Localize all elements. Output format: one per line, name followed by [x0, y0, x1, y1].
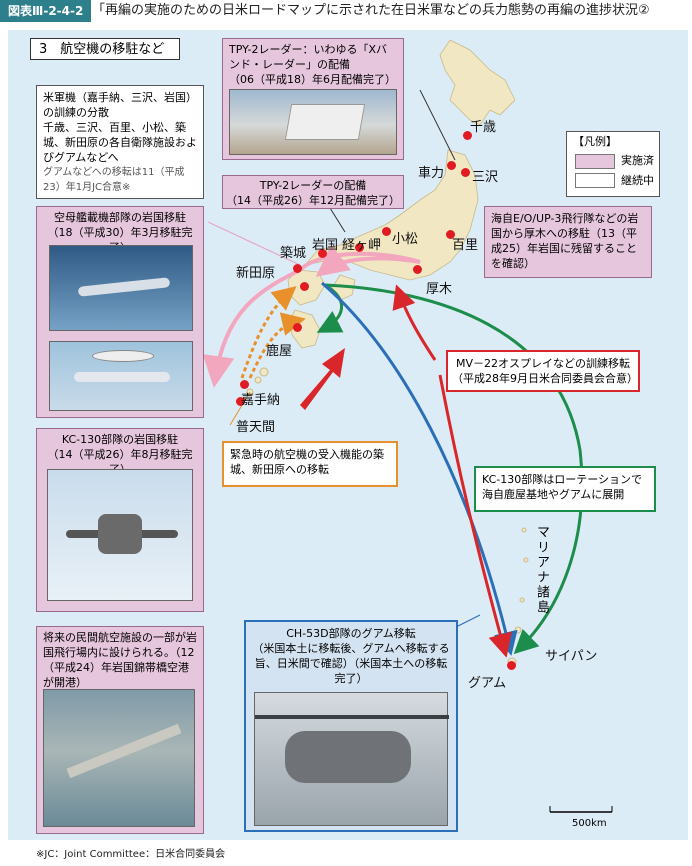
training-box: 米軍機（嘉手納、三沢、岩国）の訓練の分散 千歳、三沢、百里、小松、築城、新田原の…	[36, 85, 204, 199]
figure-number: 図表Ⅲ-2-4-2	[0, 0, 92, 22]
xband-sub: （06（平成18）年6月配備完了）	[229, 73, 396, 86]
ch53-box: CH-53D部隊のグアム移転 （米国本土に移転後、グアムへ移転する旨、日米間で確…	[244, 620, 458, 832]
label-kanoya: 鹿屋	[266, 344, 293, 359]
kc130-iwakuni-box: KC-130部隊の岩国移駐 （14（平成26）年8月移駐完了）	[36, 428, 204, 612]
legend-label-ongoing: 継続中	[621, 173, 654, 187]
footnote: ※JC：Joint Committee：日米合同委員会	[36, 849, 226, 860]
carrier-wing-box: 空母艦載機部隊の岩国移駐 （18（平成30）年3月移駐完了）	[36, 206, 204, 418]
label-iwakuni: 岩国	[312, 238, 339, 253]
dot-shariki	[447, 161, 456, 170]
radar-photo	[229, 89, 397, 155]
okinawa-big-arrow	[300, 348, 345, 410]
dot-kadena	[240, 380, 249, 389]
mv22-guam-arrow	[438, 374, 512, 658]
mv22-text-1: MV－22オスプレイなどの訓練移転	[455, 357, 630, 370]
xband-box: TPY-2レーダー：いわゆる「Xバンド・レーダー」の配備 （06（平成18）年6…	[222, 38, 404, 160]
dot-iwakuni	[318, 249, 327, 258]
okinawa-leader-line	[229, 391, 251, 426]
xband-text: TPY-2レーダー：いわゆる「Xバンド・レーダー」の配備	[229, 43, 388, 71]
kc130-photo	[47, 469, 193, 601]
legend-title: 【凡例】	[573, 135, 617, 148]
label-nyutabaru: 新田原	[236, 266, 276, 281]
label-misawa: 三沢	[472, 170, 499, 185]
figure-header: 図表Ⅲ-2-4-2 「再編の実施のための日米ロードマップに示された在日米軍などの…	[0, 0, 692, 30]
figure-title: 「再編の実施のための日米ロードマップに示された在日米軍などの兵力態勢の再編の進捗…	[92, 3, 650, 18]
dot-atsugi	[413, 265, 422, 274]
label-guam: グアム	[468, 676, 507, 691]
emergency-arrow-1	[240, 286, 297, 379]
e2d-photo	[49, 341, 193, 411]
legend-label-done: 実施済	[621, 154, 654, 167]
airport-photo	[43, 689, 195, 827]
carrier-leader-line	[207, 221, 301, 266]
legend-swatch-ongoing	[575, 173, 615, 188]
ch53-sub: （米国本土に移転後、グアムへ移転する旨、日米間で確認）（米国本土への移転完了）	[252, 642, 450, 685]
legend-swatch-done	[575, 153, 615, 169]
label-hyakuri: 百里	[452, 238, 479, 253]
xband-leader-line	[419, 89, 456, 161]
ch53-guam-arrow	[321, 281, 518, 656]
scale-bar	[549, 806, 613, 813]
mv22-box: MV－22オスプレイなどの訓練移転 （平成28年9月日米合同委員会合意）	[446, 350, 640, 392]
civil-text: 将来の民間航空施設の一部が岩国飛行場内に設けられる。（12（平成24）年岩国錦帯…	[43, 631, 197, 689]
label-kyogamisaki: 経ヶ岬	[342, 238, 382, 253]
training-text-1: 米軍機（嘉手納、三沢、岩国）の訓練の分散	[43, 91, 197, 119]
carrier-arrow-2	[315, 244, 421, 277]
label-chitose: 千歳	[470, 120, 497, 135]
ch53-text: CH-53D部隊のグアム移転	[286, 627, 416, 640]
dot-guam	[507, 661, 516, 670]
dot-misawa	[461, 168, 470, 177]
label-shariki: 車力	[418, 166, 445, 181]
dot-tsuiki	[293, 264, 302, 273]
dot-nyutabaru	[300, 282, 309, 291]
mv22-text-2: （平成28年9月日米合同委員会合意）	[452, 372, 638, 385]
kc130-rotation-box: KC-130部隊はローテーションで海自鹿屋基地やグアムに展開	[474, 466, 656, 512]
p3-text: 海自E/O/UP-3飛行隊などの岩国から厚木への移駐（13（平成25）年岩国に残…	[491, 212, 639, 270]
label-atsugi: 厚木	[426, 282, 453, 297]
kc130-rotation-text: KC-130部隊はローテーションで海自鹿屋基地やグアムに展開	[482, 473, 643, 501]
civil-box: 将来の民間航空施設の一部が岩国飛行場内に設けられる。（12（平成24）年岩国錦帯…	[36, 626, 204, 834]
tpy-kyogamisaki-box: TPY-2レーダーの配備 （14（平成26）年12月配備完了）	[222, 175, 404, 209]
emergency-box: 緊急時の航空機の受入機能の築城、新田原への移転	[222, 441, 398, 487]
label-futenma: 普天間	[236, 420, 276, 435]
section-title: 3 航空機の移駐など	[30, 38, 180, 60]
label-tsuiki: 築城	[280, 246, 307, 261]
tpy-kyoga-text: TPY-2レーダーの配備	[259, 179, 367, 192]
kc130-iwakuni-text: KC-130部隊の岩国移駐	[61, 433, 179, 446]
tpy-kyoga-sub: （14（平成26）年12月配備完了）	[226, 194, 400, 207]
label-kadena: 嘉手納	[241, 393, 281, 408]
dot-kyogamisaki	[355, 243, 364, 252]
dot-kanoya	[293, 323, 302, 332]
scale-label: 500km	[572, 818, 607, 829]
dot-hyakuri	[446, 230, 455, 239]
kyoga-leader-line	[329, 207, 346, 233]
dot-futenma	[236, 397, 245, 406]
emergency-text: 緊急時の航空機の受入機能の築城、新田原への移転	[230, 448, 384, 476]
emergency-arrow-2	[248, 312, 306, 379]
kc130-guam-arrow	[324, 283, 584, 655]
dot-komatsu	[382, 227, 391, 236]
legend: 【凡例】 実施済 継続中	[566, 131, 660, 197]
p3-box: 海自E/O/UP-3飛行隊などの岩国から厚木への移駐（13（平成25）年岩国に残…	[484, 206, 652, 278]
label-saipan: サイパン	[545, 649, 598, 664]
dot-chitose	[463, 131, 472, 140]
label-marianas: マリアナ諸島	[534, 525, 549, 615]
training-note: グアムなどへの移転は11（平成23）年1月JC合意※	[43, 167, 185, 193]
mv22-north-arrow	[392, 284, 437, 361]
label-komatsu: 小松	[392, 232, 419, 247]
ch53-photo	[254, 692, 449, 826]
hornet-photo	[49, 245, 193, 331]
carrier-text: 空母艦載機部隊の岩国移駐	[54, 211, 186, 224]
training-text-2: 千歳、三沢、百里、小松、築城、新田原の各自衛隊施設およびグアムなどへ	[43, 121, 197, 164]
